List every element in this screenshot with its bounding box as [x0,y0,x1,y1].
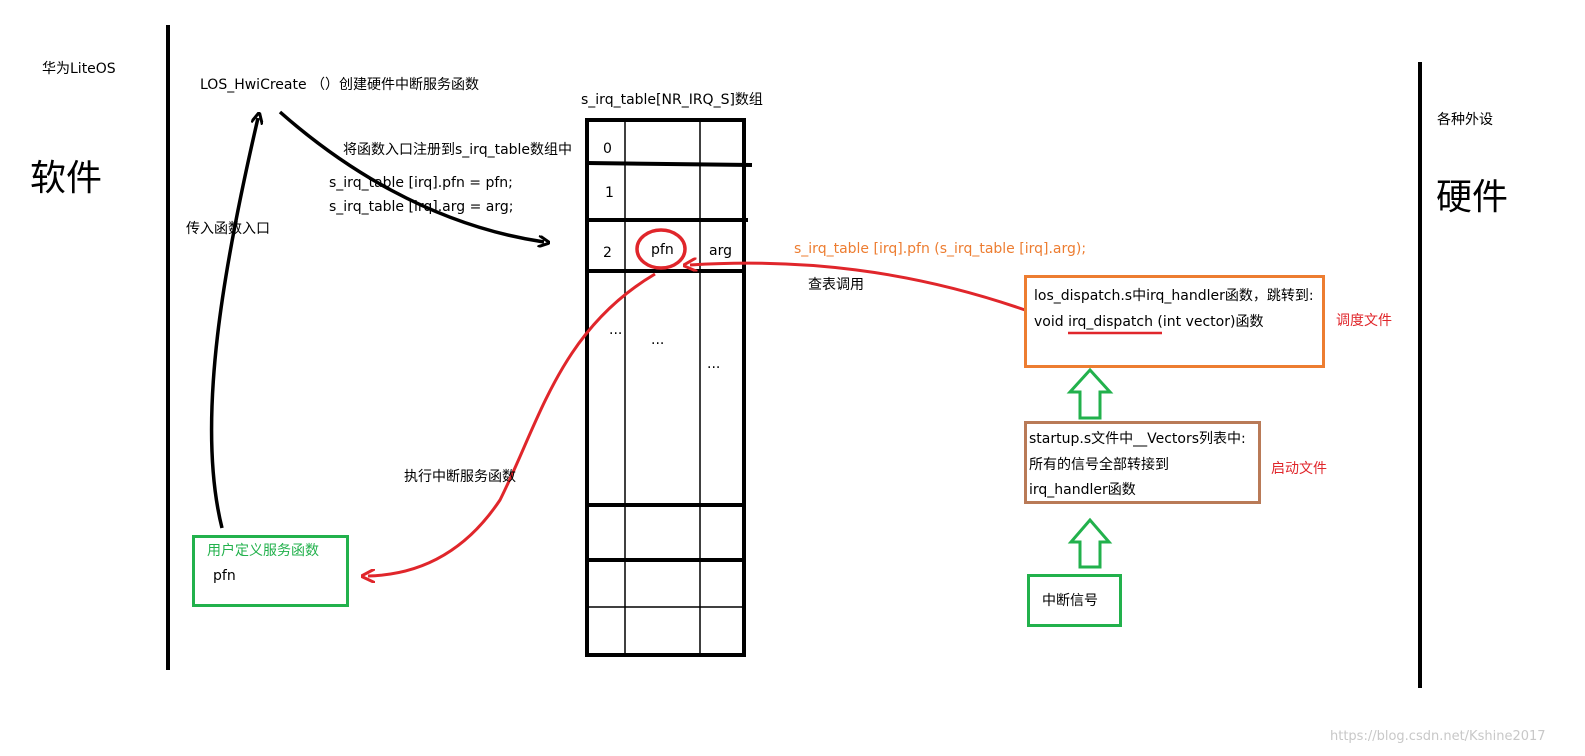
lookup-call-arrow [690,263,1026,312]
code-pfn-line: s_irq_table [irq].pfn = pfn; [329,175,513,191]
dispatch-line-2-suffix: (int vector)函数 [1152,314,1264,330]
startup-file-label: 启动文件 [1271,461,1327,477]
peripherals-label: 各种外设 [1437,112,1493,128]
register-arrow [278,110,544,242]
liteos-label: 华为LiteOS [42,61,116,77]
startup-line-2: 所有的信号全部转接到 [1029,457,1169,473]
table-ellipsis-col3: ... [707,356,721,372]
software-label: 软件 [30,158,103,199]
signal-to-startup-arrow [1067,517,1113,569]
dispatch-func-name: irq_dispatch [1068,314,1153,330]
code-arg-line: s_irq_table [irq].arg = arg; [329,199,514,215]
exec-isr-label: 执行中断服务函数 [404,469,516,485]
table-cell-pfn: pfn [651,242,674,258]
hwi-create-label: LOS_HwiCreate （）创建硬件中断服务函数 [200,77,480,93]
call-expression: s_irq_table [irq].pfn (s_irq_table [irq]… [794,241,1087,257]
interrupt-signal-label: 中断信号 [1042,593,1098,609]
dispatch-line-2: void irq_dispatch (int vector)函数 [1034,313,1263,331]
user-function-box: 用户定义服务函数 pfn [192,535,349,607]
exec-isr-arrow [368,272,656,576]
pass-entry-label: 传入函数入口 [186,221,270,237]
register-label: 将函数入口注册到s_irq_table数组中 [343,142,573,158]
table-title: s_irq_table[NR_IRQ_S]数组 [581,92,763,108]
startup-to-dispatch-arrow [1066,367,1114,420]
startup-box: startup.s文件中__Vectors列表中: 所有的信号全部转接到 irq… [1024,421,1261,504]
dispatch-line-1: los_dispatch.s中irq_handler函数，跳转到: [1034,288,1314,304]
table-ellipsis-col2: ... [651,332,665,348]
table-cell-arg: arg [709,243,732,259]
interrupt-signal-box: 中断信号 [1027,574,1122,627]
table-index-2: 2 [603,245,612,261]
startup-line-1: startup.s文件中__Vectors列表中: [1029,431,1246,447]
table-ellipsis-index: ... [609,322,623,338]
table-index-0: 0 [603,141,612,157]
dispatch-line-2-prefix: void [1034,314,1069,330]
startup-line-3: irq_handler函数 [1029,482,1136,498]
dispatch-box: los_dispatch.s中irq_handler函数，跳转到: void i… [1024,275,1325,368]
user-function-name: pfn [213,568,236,584]
lookup-call-label: 查表调用 [808,277,864,293]
watermark-text: https://blog.csdn.net/Kshine2017 [1330,729,1546,744]
irq-table-grid [585,118,753,657]
user-function-title: 用户定义服务函数 [207,543,319,559]
pass-entry-arrow [209,118,258,529]
dispatch-file-label: 调度文件 [1336,313,1392,329]
hardware-label: 硬件 [1436,177,1509,218]
table-index-1: 1 [605,185,614,201]
pfn-highlight-circle [635,228,687,270]
